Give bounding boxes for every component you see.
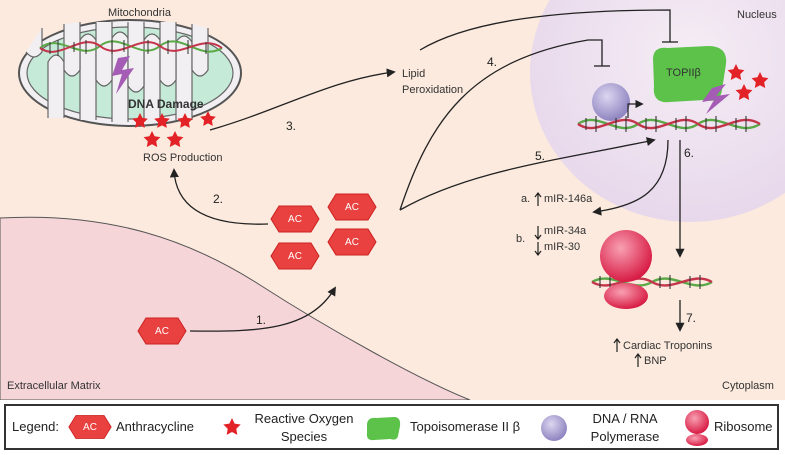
- step-7-label: 7.: [686, 311, 697, 325]
- mirna-b-marker: b.: [516, 233, 526, 245]
- star-icon: [143, 131, 161, 148]
- polymerase-icon: [592, 83, 630, 121]
- legend-ros-label: Reactive Oxygen Species: [254, 411, 354, 444]
- hexagon-icon: [68, 415, 112, 439]
- star-icon: [223, 418, 241, 435]
- star-icon: [132, 113, 148, 128]
- diagram-background: [0, 0, 785, 400]
- topii-label: TOPIIβ: [666, 67, 701, 79]
- step-5-label: 5.: [535, 149, 546, 163]
- mitochondria-label: Mitochondria: [108, 7, 171, 19]
- ribosome-icon: [685, 410, 709, 446]
- star-icon: [727, 64, 745, 81]
- extracellular-matrix-region: [0, 216, 471, 400]
- legend-title: Legend:: [12, 419, 59, 434]
- step-6-label: 6.: [684, 146, 695, 160]
- bnp-label: BNP: [644, 355, 667, 367]
- hexagon-icon: [270, 205, 320, 233]
- star-icon: [200, 111, 216, 126]
- hexagon-icon: [327, 193, 377, 221]
- up-arrow-icon: [534, 192, 542, 206]
- anthracycline-label: AC: [288, 250, 302, 262]
- star-icon: [177, 113, 193, 128]
- legend-polymerase-label: DNA / RNA Polymerase: [590, 411, 660, 444]
- legend-ac-label: AC: [83, 421, 97, 433]
- anthracycline-molecule: AC: [270, 205, 320, 233]
- regulation-arrows: [534, 192, 642, 367]
- step-2-label: 2.: [213, 192, 224, 206]
- anthracycline-molecule: AC: [137, 317, 187, 345]
- star-icon: [166, 131, 184, 148]
- nucleus-label: Nucleus: [737, 9, 777, 21]
- ribosome-translation: [591, 230, 713, 309]
- hexagon-icon: [270, 242, 320, 270]
- down-arrow-icon: [534, 242, 542, 256]
- anthracycline-label: AC: [155, 325, 169, 337]
- anthracycline-label: AC: [345, 201, 359, 213]
- star-icon: [154, 113, 170, 128]
- cytoplasm-label: Cytoplasm: [722, 380, 774, 392]
- star-icon: [751, 72, 769, 89]
- legend-topoisomerase-label: Topoisomerase II β: [410, 419, 521, 434]
- legend-box: Legend: AC Anthracycline Reactive Oxygen…: [4, 404, 779, 450]
- lipid-peroxidation-label: Lipid Peroxidation: [402, 68, 464, 96]
- hexagon-icon: [137, 317, 187, 345]
- topoisomerase-icon: [366, 417, 401, 441]
- ros-production-label: ROS Production: [143, 152, 223, 164]
- legend-anthracycline-icon: AC: [68, 414, 112, 440]
- dna-helix-icon: [577, 116, 761, 132]
- cardiac-troponins-label: Cardiac Troponins: [623, 340, 713, 352]
- down-arrow-icon: [534, 226, 542, 240]
- legend-anthracycline-label: Anthracycline: [116, 419, 195, 434]
- pathway-arrows: [169, 9, 685, 332]
- step-3-label: 3.: [286, 119, 297, 133]
- up-arrow-icon: [634, 353, 642, 367]
- diagram-canvas: AC AC AC AC AC Mitochondria Nucleus DNA …: [0, 0, 785, 400]
- dna-damage-label: DNA Damage: [128, 97, 204, 111]
- lightning-icon: [702, 84, 730, 114]
- mirna-30-label: mIR-30: [544, 241, 581, 253]
- mirna-34a-label: mIR-34a: [544, 225, 587, 237]
- anthracycline-molecule: AC: [327, 193, 377, 221]
- star-icon: [735, 84, 753, 101]
- step-1-label: 1.: [256, 313, 267, 327]
- extracellular-matrix-label: Extracellular Matrix: [7, 380, 101, 392]
- mitochondria-organelle: [18, 19, 242, 127]
- mirna-a-marker: a.: [521, 193, 531, 205]
- ros-stars-mitochondria: [132, 111, 216, 148]
- anthracycline-label: AC: [288, 213, 302, 225]
- legend-ribosome-label: Ribosome: [714, 419, 773, 434]
- up-arrow-icon: [613, 338, 621, 352]
- anthracycline-molecule: AC: [270, 242, 320, 270]
- polymerase-icon: [541, 415, 567, 441]
- anthracycline-molecule: AC: [327, 228, 377, 256]
- step-4-label: 4.: [487, 55, 498, 69]
- mirna-146a-label: mIR-146a: [544, 193, 593, 205]
- hexagon-icon: [327, 228, 377, 256]
- lightning-icon: [112, 56, 134, 94]
- anthracycline-label: AC: [345, 236, 359, 248]
- topoisomerase-icon: [653, 46, 727, 103]
- ribosome-icon: [600, 230, 652, 282]
- ros-stars-nucleus: [727, 64, 769, 101]
